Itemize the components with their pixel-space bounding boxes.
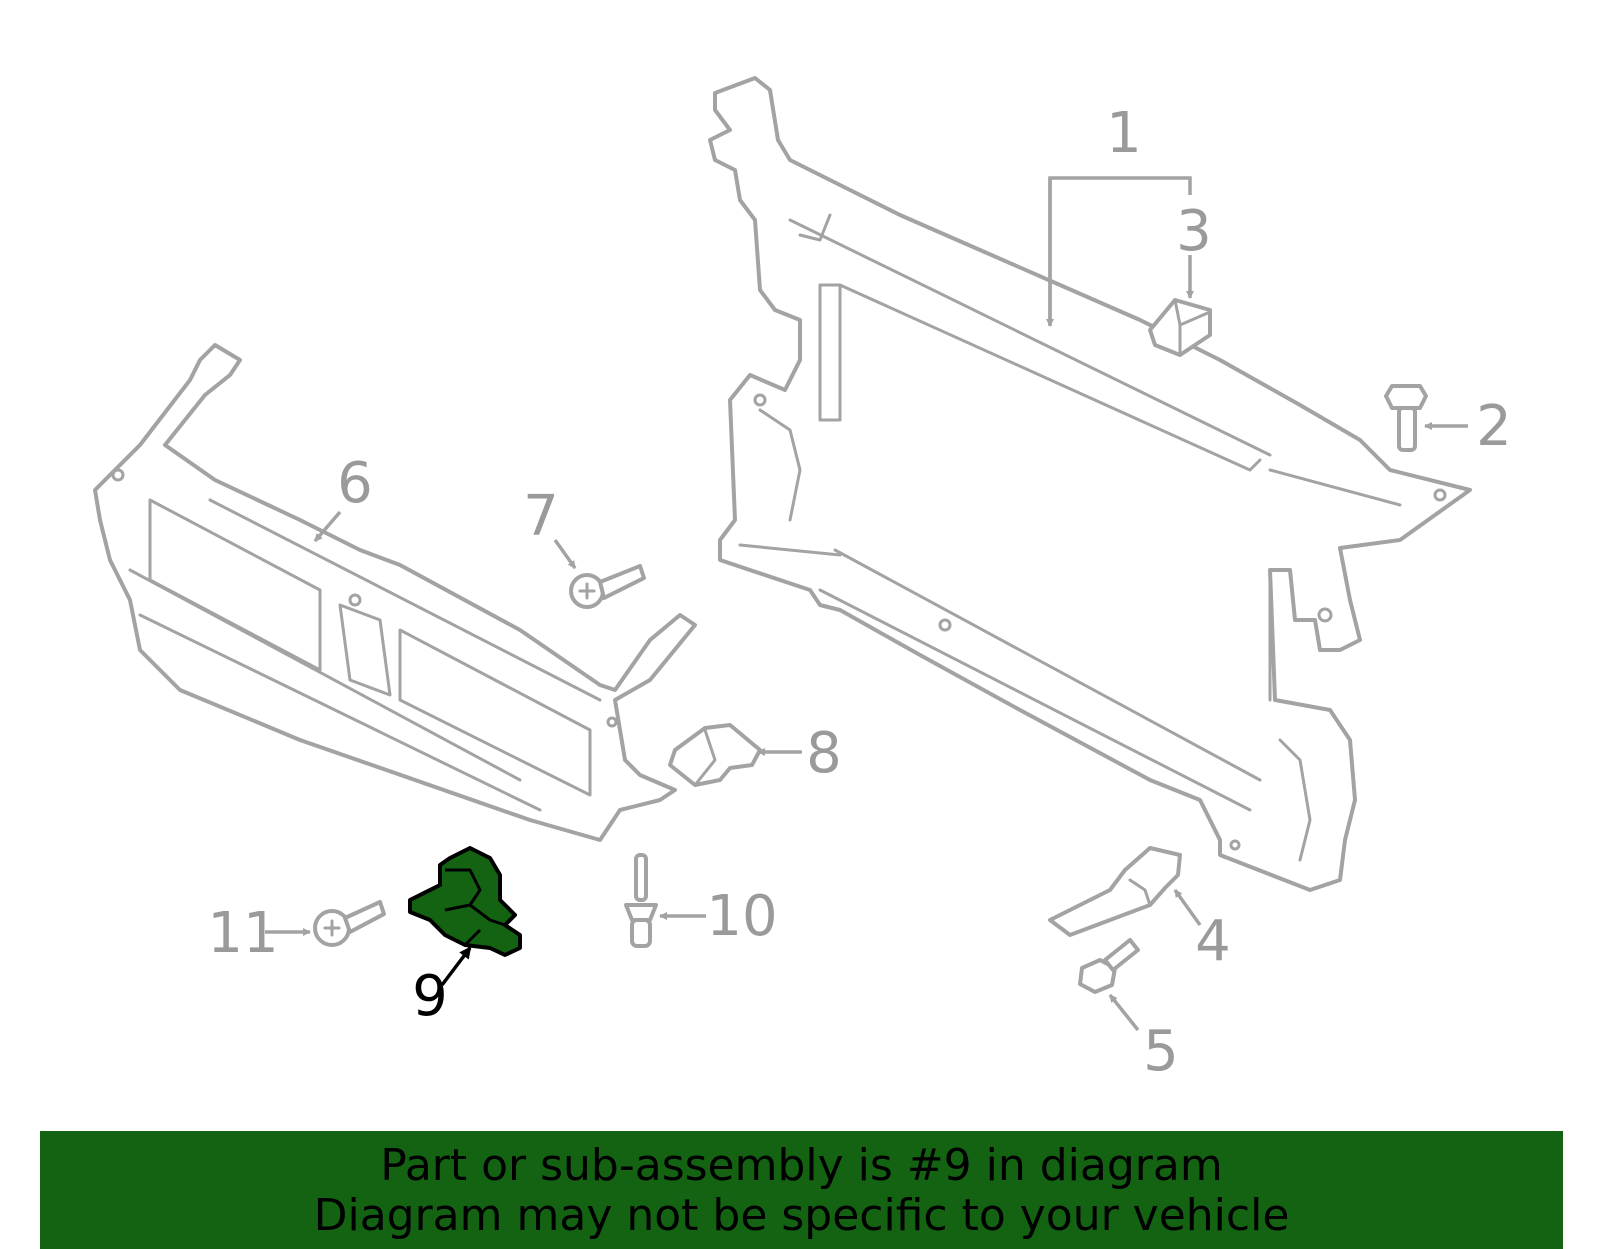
callout-11: 11 (207, 901, 278, 966)
bolt-part-2 (1384, 384, 1428, 452)
callout-3: 3 (1176, 199, 1212, 264)
callout-6: 6 (337, 451, 373, 516)
rivet-part-10 (624, 853, 658, 948)
bolt-part-5 (1078, 938, 1140, 994)
front-panel-part-6 (93, 343, 697, 842)
callout-2: 2 (1476, 394, 1512, 459)
callout-1: 1 (1106, 101, 1142, 166)
banner-line-1: Part or sub-assembly is #9 in diagram (380, 1140, 1223, 1191)
callout-10: 10 (706, 884, 777, 949)
info-banner: Part or sub-assembly is #9 in diagram Di… (40, 1131, 1563, 1249)
screw-part-11 (313, 900, 386, 947)
bracket-part-8 (668, 723, 762, 787)
parts-diagram: 1 3 2 6 7 8 4 5 10 11 9 (93, 76, 1512, 1084)
banner-line-2: Diagram may not be specific to your vehi… (313, 1190, 1290, 1241)
callout-5: 5 (1143, 1019, 1179, 1084)
bracket-part-4 (1048, 846, 1182, 937)
screw-part-7 (569, 564, 646, 609)
leader-lines (265, 176, 1468, 1032)
callout-7: 7 (523, 484, 559, 549)
callout-8: 8 (806, 721, 842, 786)
clip-part-3 (1148, 298, 1212, 357)
highlighted-part-9 (408, 846, 522, 957)
callout-9: 9 (412, 964, 448, 1029)
callout-4: 4 (1195, 909, 1231, 974)
